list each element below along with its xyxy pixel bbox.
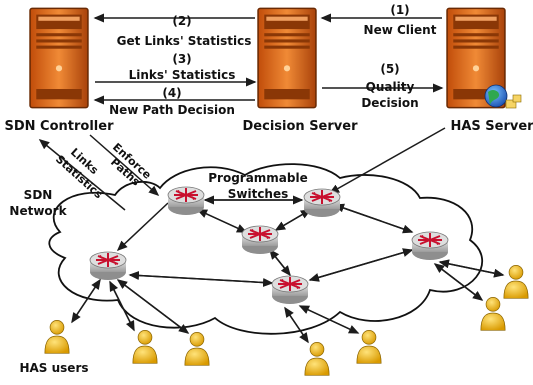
message-1-number: (1) (390, 3, 409, 17)
switch-router-icon (167, 186, 205, 216)
network-label: Network (9, 204, 67, 218)
switch-router-icon (303, 188, 341, 218)
arrow-enforce-paths (89, 134, 160, 196)
switch-links (116, 195, 414, 287)
message-3-label: Links' Statistics (129, 68, 236, 82)
sdn-controller-server-icon (29, 7, 89, 109)
message-3-number: (3) (172, 52, 191, 66)
message-2-number: (2) (172, 14, 191, 28)
message-4-label: New Path Decision (109, 103, 235, 117)
arrow-has-server-to-switch (328, 127, 446, 194)
globe-icon (484, 84, 522, 109)
has-user-icon (184, 332, 210, 366)
has-server-icon (446, 7, 522, 109)
decision-server-icon (257, 7, 317, 109)
message-5-number: (5) (380, 62, 399, 76)
programmable-label: Programmable (208, 171, 308, 185)
sdn-label: SDN (24, 188, 53, 202)
has-user-icon (503, 265, 529, 299)
has-user-icon (480, 297, 506, 331)
arrow-links-statistics-up (38, 139, 126, 211)
sdn-controller-label: SDN Controller (5, 119, 115, 134)
message-5-label-line2: Decision (361, 96, 418, 110)
switch-router-icon (271, 275, 309, 305)
has-server-label: HAS Server (450, 119, 533, 134)
switches-label: Switches (228, 187, 289, 201)
switch-router-icon (89, 251, 127, 281)
has-user-icon (44, 320, 70, 354)
user-links (71, 259, 505, 344)
message-5-label-line1: Quality (366, 80, 415, 94)
switch-router-icon (241, 225, 279, 255)
switch-router-icon (411, 231, 449, 261)
has-user-icon (304, 342, 330, 376)
decision-server-label: Decision Server (243, 119, 359, 134)
message-2-label: Get Links' Statistics (117, 34, 252, 48)
has-user-icon (132, 330, 158, 364)
message-4-number: (4) (162, 86, 181, 100)
message-1-label: New Client (364, 23, 437, 37)
has-user-icon (356, 330, 382, 364)
has-users-label: HAS users (19, 361, 88, 375)
